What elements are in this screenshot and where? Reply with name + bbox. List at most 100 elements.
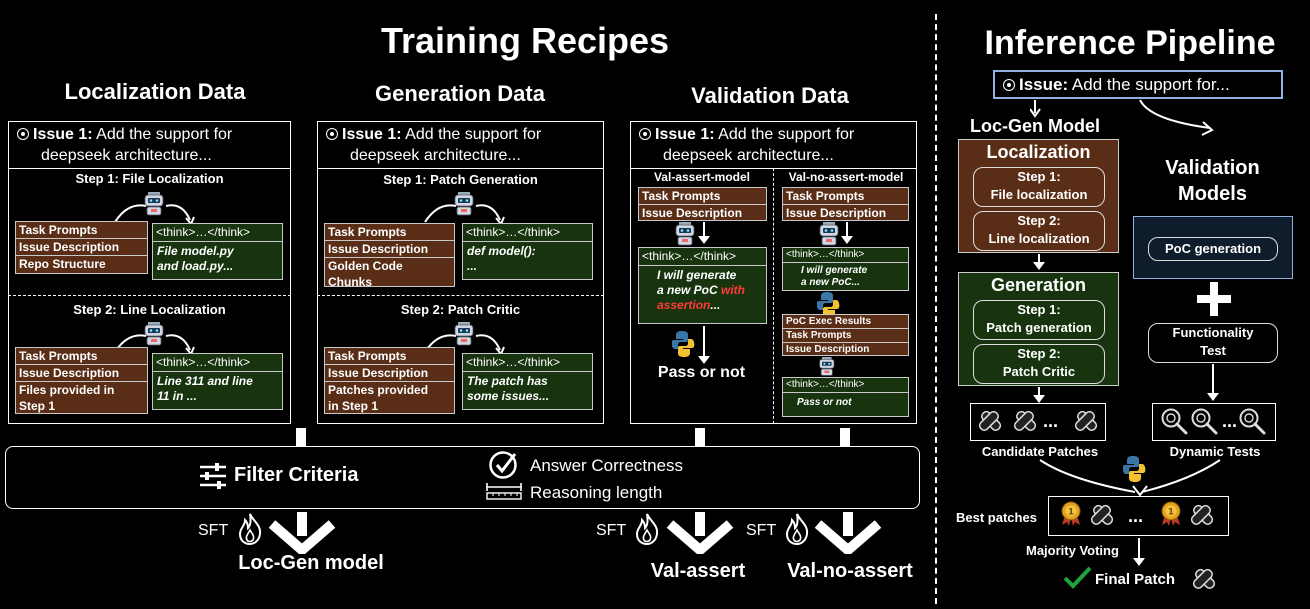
gen-step1-robot [424, 191, 505, 226]
sft-label-locgen: SFT [198, 522, 229, 539]
loc-step1-inputs: Task Prompts Issue Description Repo Stru… [15, 221, 148, 274]
loc-step1-pill: Step 1:File localization [973, 167, 1105, 207]
training-recipes-title: Training Recipes [380, 20, 670, 61]
issue-icon [639, 128, 651, 140]
dynamic-tests-label: Dynamic Tests [1169, 444, 1261, 459]
val-no-assert-model-title: Val-no-assert-model [788, 170, 904, 184]
arrow-down-icon [698, 222, 710, 244]
python-icon [672, 331, 695, 357]
patch-icon [1012, 409, 1038, 433]
think-tag: <think>…</think> [153, 224, 282, 242]
patch-icon [1073, 409, 1099, 433]
flame-icon [635, 513, 659, 546]
locgen-model-label: Loc-Gen Model [970, 116, 1100, 136]
gen-step1-inputs: Task Prompts Issue Description Golden Co… [324, 223, 455, 289]
val-assert-output: <think>…</think> I will generate a new P… [638, 247, 767, 324]
robot-icon [819, 222, 839, 246]
down-chevron-icon [666, 512, 734, 554]
repo-structure-item: Repo Structure [19, 257, 106, 271]
sft-label-valassert: SFT [596, 522, 627, 539]
gen-step1-output: <think>…</think> def model():... [462, 223, 593, 280]
validation-issue: Issue 1: Add the support for deepseek ar… [631, 122, 916, 166]
dots: ... [1128, 506, 1144, 526]
merge-arrows [1039, 459, 1221, 497]
robot-icon [819, 357, 835, 376]
generation-data-title: Generation Data [375, 81, 545, 106]
section-divider [935, 14, 937, 604]
flame-icon [238, 513, 262, 546]
checkmark-icon [1063, 566, 1092, 589]
down-chevron-icon [814, 512, 882, 554]
sft-label-valnoassert: SFT [746, 522, 777, 539]
localization-data-panel: Issue 1: Add the support for deepseek ar… [8, 121, 291, 424]
task-prompts-item: Task Prompts [16, 222, 147, 239]
localization-label: Localization [986, 142, 1091, 162]
val-assert-model-title: Val-assert-model [653, 170, 751, 184]
gen-step2-inputs: Task Prompts Issue Description Patches p… [324, 347, 455, 414]
inference-localization-box [958, 139, 1119, 253]
localization-issue: Issue 1: Add the support for deepseek ar… [9, 122, 290, 166]
gen-step1-pill: Step 1:Patch generation [973, 300, 1105, 340]
validation-data-title: Validation Data [691, 83, 849, 108]
val-assert-inputs: Task Prompts Issue Description [638, 187, 767, 221]
test-icon [1239, 408, 1266, 435]
branch-arrows [1030, 99, 1214, 136]
pass-or-not: Pass or not [657, 364, 746, 381]
inference-issue-box: Issue: Add the support for... [993, 70, 1283, 99]
localization-data-title: Localization Data [64, 79, 246, 104]
answer-correctness: Answer Correctness [530, 456, 684, 475]
poc-generation-pill: PoC generation [1148, 237, 1278, 261]
locgen-model-output: Loc-Gen model [238, 552, 384, 574]
medal-icon [1161, 501, 1181, 527]
arrow-down-icon [1133, 538, 1145, 566]
issue-icon [326, 128, 338, 140]
val-noassert-output-label: Val-no-assert [787, 560, 913, 582]
patch-icon [977, 409, 1003, 433]
dynamic-tests-box [1152, 403, 1276, 441]
loc-step1-title: Step 1: File Localization [75, 171, 224, 186]
patch-icon [1189, 503, 1215, 527]
robot-icon [675, 222, 695, 246]
loc-step2-pill: Step 2:Line localization [973, 211, 1105, 251]
validation-data-panel: Issue 1: Add the support for deepseek ar… [630, 121, 917, 424]
val-noassert-inputs: Task Prompts Issue Description [782, 187, 909, 221]
dots: ... [1222, 411, 1238, 431]
arrow-down-icon [1207, 364, 1219, 401]
sliders-icon [200, 463, 226, 489]
generation-label: Generation [990, 275, 1087, 295]
arrow-down-icon [841, 222, 853, 244]
gen-step2-title: Step 2: Patch Critic [400, 302, 521, 317]
flame-icon [785, 513, 809, 546]
inference-pipeline-title: Inference Pipeline [984, 24, 1276, 62]
issue-icon [1003, 79, 1015, 91]
val-assert-output-label: Val-assert [650, 560, 746, 582]
arrow-down-icon [1033, 387, 1045, 403]
filter-criteria-bar [5, 446, 920, 509]
test-icon [1161, 408, 1188, 435]
patch-icon [1191, 567, 1217, 591]
filter-criteria-label: Filter Criteria [234, 464, 359, 486]
arrow-down-icon [698, 326, 710, 364]
gen-step1-title: Step 1: Patch Generation [383, 172, 538, 187]
medal-icon [1061, 501, 1081, 527]
majority-voting-label: Majority Voting [1026, 543, 1119, 558]
candidate-patches-box [970, 403, 1106, 441]
candidate-patches-label: Candidate Patches [981, 444, 1099, 459]
check-circle-icon [489, 451, 517, 479]
inference-generation-box [958, 272, 1119, 386]
reasoning-length: Reasoning length [530, 483, 663, 502]
ruler-icon [486, 483, 522, 500]
gen-step2-pill: Step 2:Patch Critic [973, 344, 1105, 384]
issue-description-item: Issue Description [16, 239, 147, 256]
val-noassert-exec: PoC Exec Results Task Prompts Issue Desc… [782, 314, 909, 356]
val-noassert-final: <think>…</think> Pass or not [782, 377, 909, 417]
test-icon [1191, 408, 1218, 435]
loc-step2-title: Step 2: Line Localization [73, 302, 226, 317]
loc-step2-inputs: Task Prompts Issue Description Files pro… [15, 347, 148, 414]
issue-icon [17, 128, 29, 140]
